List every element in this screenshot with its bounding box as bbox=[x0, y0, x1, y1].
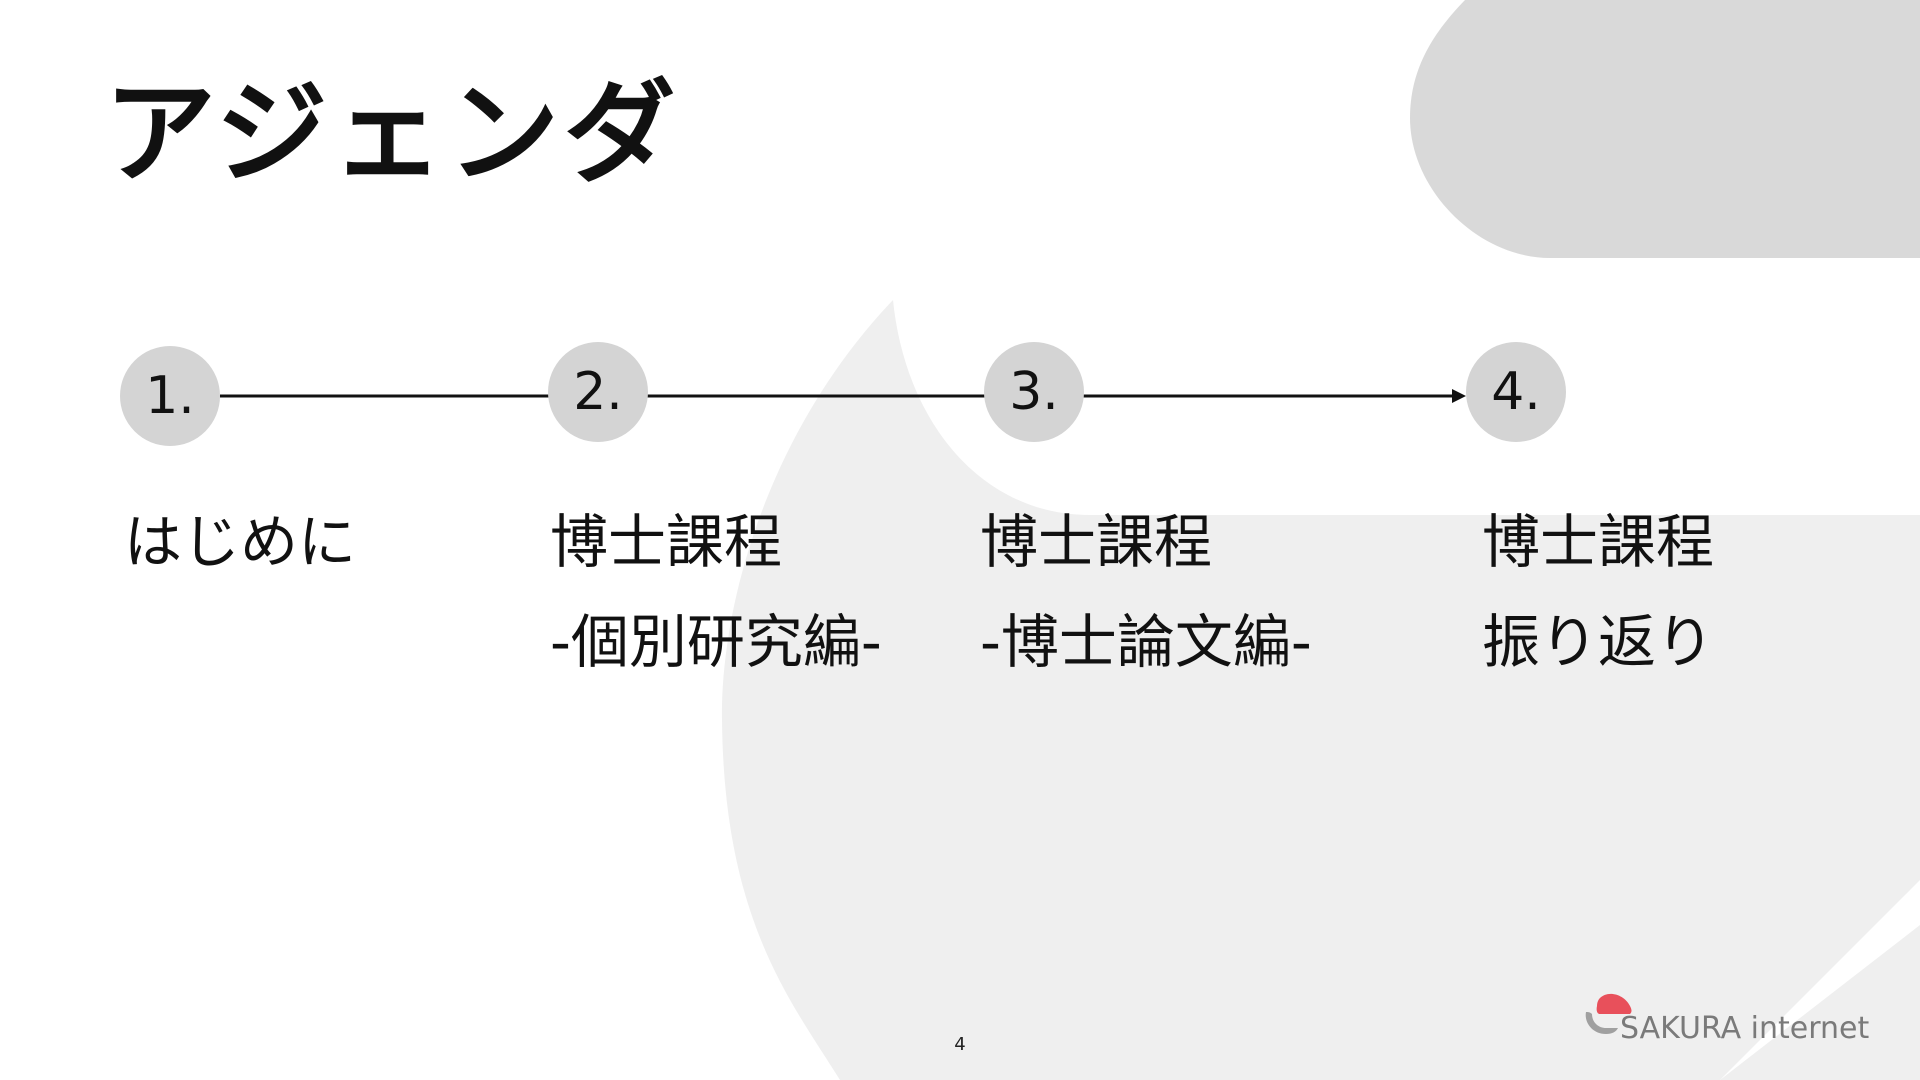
step-3-number: 3. bbox=[1009, 362, 1059, 422]
sakura-logo-petal-red bbox=[1596, 993, 1632, 1014]
step-2-label: 博士課程 -個別研究編- bbox=[550, 492, 882, 692]
step-3-label-line-2: -博士論文編- bbox=[980, 608, 1312, 676]
step-4-number: 4. bbox=[1491, 362, 1541, 422]
step-3-label: 博士課程 -博士論文編- bbox=[980, 492, 1312, 692]
step-2-label-line-1: 博士課程 bbox=[550, 508, 783, 576]
step-1-label-line-1: はじめに bbox=[124, 508, 357, 576]
sakura-logo-icon bbox=[1585, 993, 1632, 1034]
step-1-number: 1. bbox=[145, 366, 195, 426]
step-1-circle: 1. bbox=[120, 346, 220, 446]
step-2-label-line-2: -個別研究編- bbox=[550, 608, 882, 676]
sakura-logo-petal-gray bbox=[1585, 1012, 1618, 1034]
step-2-circle: 2. bbox=[548, 342, 648, 442]
step-1-label: はじめに bbox=[124, 492, 356, 592]
step-2-number: 2. bbox=[573, 362, 623, 422]
step-4-label-line-1: 博士課程 bbox=[1482, 508, 1715, 576]
step-3-circle: 3. bbox=[984, 342, 1084, 442]
page-title: アジェンダ bbox=[104, 69, 680, 199]
sakura-internet-logo: SAKURA internet bbox=[1580, 992, 1880, 1052]
step-3-label-line-1: 博士課程 bbox=[980, 508, 1213, 576]
timeline-arrow-icon bbox=[1452, 389, 1466, 403]
background-leaf-shape-light bbox=[721, 300, 1920, 1080]
logo-text: SAKURA internet bbox=[1620, 1011, 1870, 1046]
step-4-circle: 4. bbox=[1466, 342, 1566, 442]
step-4-label-line-2: 振り返り bbox=[1482, 608, 1715, 676]
step-4-label: 博士課程 振り返り bbox=[1482, 492, 1714, 692]
background-rounded-shape-dark bbox=[1410, 0, 1920, 258]
page-number: 4 bbox=[954, 1034, 966, 1055]
